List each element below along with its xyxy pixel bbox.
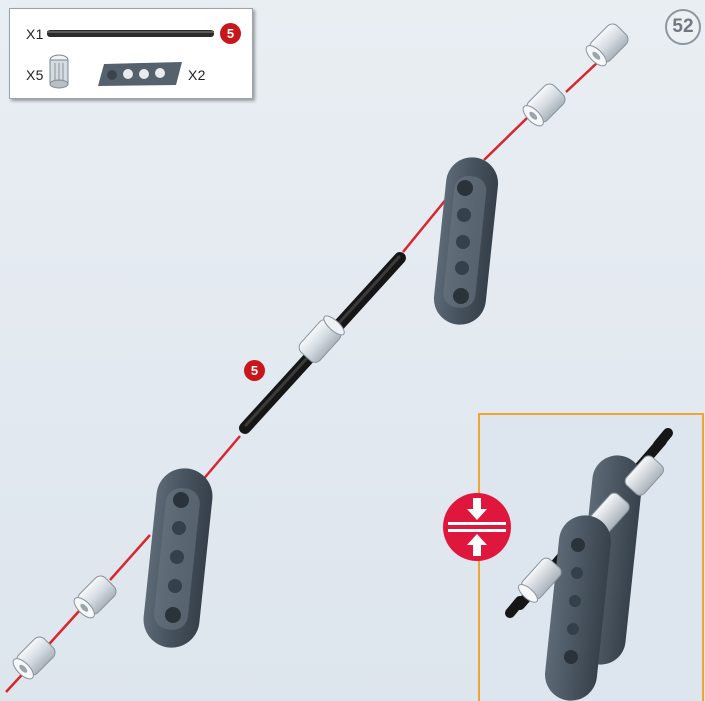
connector-top-1 bbox=[583, 21, 631, 69]
connector-top-2 bbox=[520, 81, 568, 129]
step-number: 52 bbox=[665, 9, 701, 45]
connector-part-icon bbox=[48, 53, 70, 89]
rod-part-icon bbox=[46, 28, 216, 40]
rod-callout-number: 5 bbox=[244, 360, 265, 381]
beam-quantity: X2 bbox=[188, 67, 206, 83]
rod-quantity: X1 bbox=[26, 26, 44, 42]
beam-bottom bbox=[141, 466, 216, 651]
rod-number-badge: 5 bbox=[220, 23, 241, 44]
connector-quantity: X5 bbox=[26, 67, 44, 83]
parts-list: X1 5 X5 X2 bbox=[9, 8, 253, 99]
assembled-part bbox=[480, 415, 702, 701]
beam-top bbox=[431, 155, 500, 328]
press-together-icon bbox=[442, 492, 512, 562]
beam-part-icon bbox=[94, 59, 186, 89]
